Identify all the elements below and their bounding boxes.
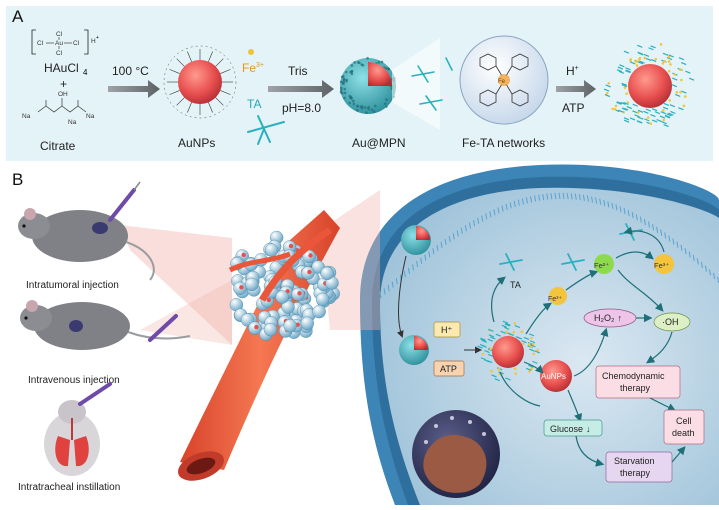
projection-cone-3 — [320, 190, 380, 330]
svg-text:Fe: Fe — [498, 79, 506, 85]
au-mpn-label: Au@MPN — [352, 136, 406, 150]
citrate-na-2: Na — [86, 113, 95, 120]
citrate-label: Citrate — [40, 139, 76, 153]
fe3-cell-label: Fe³⁺ — [548, 296, 563, 303]
formula-cl-bottom: Cl — [56, 50, 63, 57]
ta-label: TA — [247, 97, 261, 111]
formula-h-sup: + — [96, 35, 99, 41]
nucleus — [412, 410, 500, 498]
intratracheal-label: Intratracheal instillation — [18, 482, 120, 493]
starvation-label-line1: Starvation — [614, 456, 655, 466]
fe3-bubble-label: Fe³⁺ — [654, 261, 669, 270]
formula-cl-top: Cl — [56, 31, 63, 38]
au-mpn-endosome — [399, 335, 429, 365]
haucl4-subscript: 4 — [83, 68, 88, 77]
h2o2-label: H₂O₂↑ — [594, 313, 622, 323]
chemodynamic-label-line1: Chemodynamic — [602, 371, 665, 381]
fe2-bubble-label: Fe²⁺ — [594, 261, 609, 270]
cell-death-line1: Cell — [676, 416, 692, 426]
formula-au: Au — [55, 40, 63, 47]
cell-death-line2: death — [672, 428, 695, 438]
chemodynamic-label-line2: therapy — [620, 383, 651, 393]
haucl4-label: HAuCl — [44, 61, 79, 75]
plus-sign: + — [60, 77, 67, 91]
temperature-label: 100 °C — [112, 64, 149, 78]
h-plus-box-label: H⁺ — [441, 325, 452, 335]
starvation-label-line2: therapy — [620, 468, 651, 478]
tris-label: Tris — [288, 64, 308, 78]
citrate-na-1: Na — [22, 113, 31, 120]
formula-cl-left: Cl — [37, 40, 44, 47]
panel-b-letter: B — [12, 170, 23, 189]
formula-cl-right: Cl — [73, 40, 80, 47]
fe-ta-networks-label: Fe-TA networks — [462, 136, 545, 150]
ta-cell-label: TA — [510, 280, 521, 290]
mouse-intratracheal — [44, 384, 110, 476]
aunps-cell-label: AuNPs — [541, 372, 566, 381]
panel-a-letter: A — [12, 7, 24, 26]
intratumoral-label: Intratumoral injection — [26, 280, 119, 291]
fe-ta-network-bubble: Fe — [460, 36, 548, 124]
citrate-oh: OH — [58, 91, 68, 98]
aunps-label: AuNPs — [178, 136, 215, 150]
atp-box-label: ATP — [440, 364, 457, 374]
au-mpn-entering — [401, 225, 431, 255]
fe-ion-dot — [248, 49, 254, 55]
citrate-na-3: Na — [68, 119, 77, 126]
atp-label: ATP — [562, 101, 584, 115]
mouse-intravenous — [20, 300, 190, 350]
oh-label: ·OH — [662, 317, 679, 327]
ph-label: pH=8.0 — [282, 101, 321, 115]
